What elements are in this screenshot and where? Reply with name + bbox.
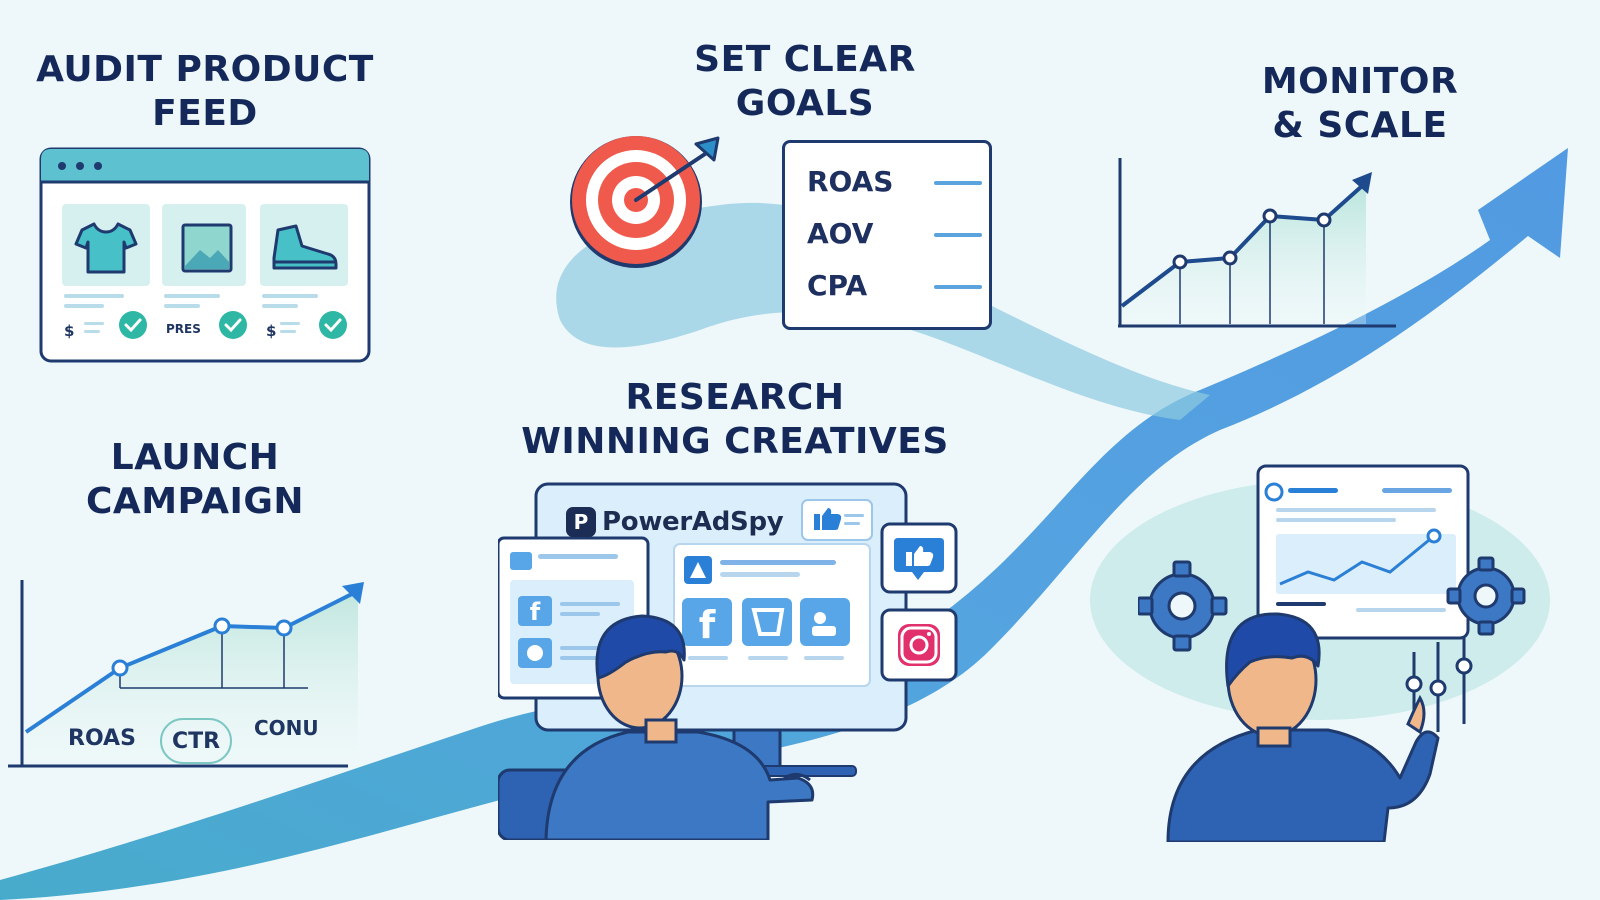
goal-item: CPA <box>807 271 982 301</box>
price-label: PRES <box>166 322 201 336</box>
metric-label-conu: CONU <box>254 716 319 740</box>
research-monitor: f f <box>498 482 958 840</box>
image-icon <box>181 223 233 273</box>
title-line: WINNING CREATIVES <box>521 421 949 462</box>
title-line: CAMPAIGN <box>85 481 305 522</box>
goal-line <box>934 285 982 289</box>
metric-label-ctr: CTR <box>160 718 232 764</box>
t-shirt-icon <box>74 222 138 274</box>
window-dot <box>58 162 66 170</box>
slider-controls <box>1405 636 1473 732</box>
title-line: FEED <box>152 93 258 134</box>
gear-icon <box>1138 560 1228 652</box>
poweradspy-logo-icon: P <box>566 507 596 537</box>
title-line: & SCALE <box>1272 105 1448 146</box>
title-line: GOALS <box>735 83 875 124</box>
gear-icon <box>1446 556 1526 636</box>
goals-card: ROAS AOV CPA <box>782 140 992 330</box>
launch-chart <box>8 580 364 768</box>
metric-label-roas: ROAS <box>68 726 136 751</box>
check-icon <box>319 311 347 339</box>
step-title-research: RESEARCH WINNING CREATIVES <box>500 376 970 464</box>
price-label: $ <box>266 322 277 340</box>
analytics-dashboard <box>1138 464 1526 842</box>
check-icon <box>219 311 247 339</box>
window-dot <box>76 162 84 170</box>
goal-item: ROAS <box>807 167 982 197</box>
title-line: AUDIT PRODUCT <box>36 49 374 90</box>
step-title-monitor: MONITOR & SCALE <box>1230 60 1490 148</box>
goal-line <box>934 181 982 185</box>
step-title-goals: SET CLEAR GOALS <box>640 38 970 126</box>
check-icon <box>119 311 147 339</box>
goal-line <box>934 233 982 237</box>
monitor-growth-chart <box>1118 158 1396 328</box>
title-line: RESEARCH <box>625 377 845 418</box>
price-label: $ <box>64 322 75 340</box>
window-dot <box>94 162 102 170</box>
goal-label: ROAS <box>807 165 894 198</box>
goal-item: AOV <box>807 219 982 249</box>
goal-label: CPA <box>807 269 868 302</box>
title-line: MONITOR <box>1261 61 1459 102</box>
title-line: SET CLEAR <box>694 39 916 80</box>
svg-text:f: f <box>530 598 541 626</box>
target-icon <box>570 136 720 268</box>
title-line: LAUNCH <box>110 437 280 478</box>
step-title-launch: LAUNCH CAMPAIGN <box>60 436 330 524</box>
sneaker-icon <box>272 224 338 270</box>
goal-label: AOV <box>807 217 874 250</box>
poweradspy-name: PowerAdSpy <box>602 507 784 537</box>
svg-text:f: f <box>699 603 716 647</box>
poweradspy-brand: P PowerAdSpy <box>566 505 784 539</box>
step-title-audit: AUDIT PRODUCT FEED <box>20 48 390 136</box>
